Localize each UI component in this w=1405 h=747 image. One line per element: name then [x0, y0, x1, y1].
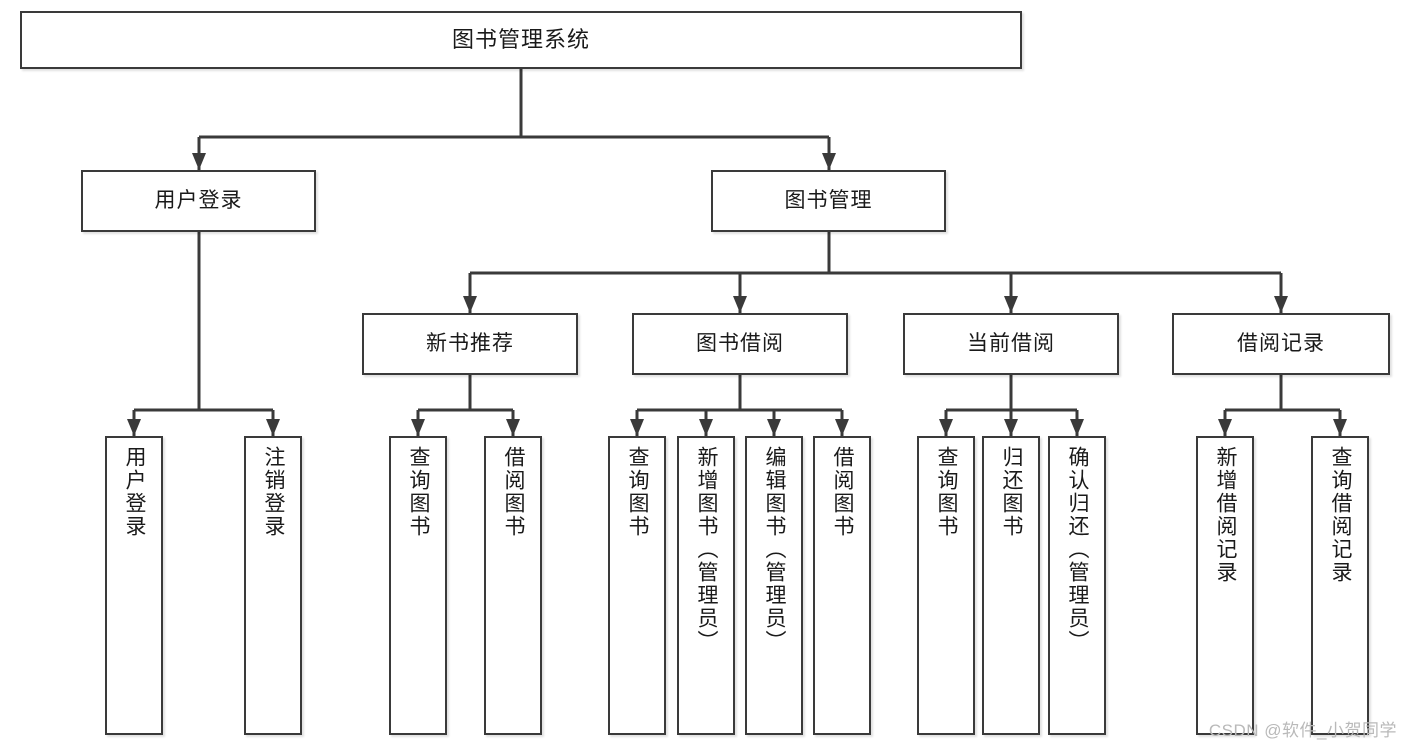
node-label: 图书借阅	[696, 331, 784, 355]
node-leaf-bquery[interactable]: 查询图书	[608, 436, 666, 735]
node-leaf-rquery[interactable]: 查询借阅记录	[1311, 436, 1369, 735]
connector-arrowhead	[733, 296, 747, 313]
connector-arrowhead	[411, 419, 425, 436]
node-record[interactable]: 借阅记录	[1172, 313, 1390, 375]
node-label: 归还图书	[1000, 446, 1024, 538]
node-leaf-radd[interactable]: 新增借阅记录	[1196, 436, 1254, 735]
node-current[interactable]: 当前借阅	[903, 313, 1119, 375]
node-label: 借阅记录	[1237, 331, 1325, 355]
node-label: 用户登录	[123, 446, 147, 538]
watermark: CSDN @软件_小贺同学	[1208, 721, 1397, 740]
node-leaf-cquery[interactable]: 查询图书	[917, 436, 975, 735]
connector-arrowhead	[835, 419, 849, 436]
connector-arrowhead	[1004, 419, 1018, 436]
node-newbook[interactable]: 新书推荐	[362, 313, 578, 375]
connector-arrowhead	[192, 153, 206, 170]
node-label: 用户登录	[154, 188, 243, 212]
node-label: 当前借阅	[967, 331, 1055, 355]
node-label: 查询借阅记录	[1329, 446, 1353, 584]
connector-arrowhead	[1333, 419, 1347, 436]
node-label: 确认归还（管理员）	[1066, 446, 1090, 653]
connector-arrowhead	[1274, 296, 1288, 313]
node-label: 图书管理系统	[451, 27, 590, 53]
connector-arrowhead	[1218, 419, 1232, 436]
connector-arrowhead	[767, 419, 781, 436]
connector-arrowhead	[506, 419, 520, 436]
node-label: 编辑图书（管理员）	[763, 446, 787, 653]
node-label: 查询图书	[407, 446, 431, 538]
connector-arrowhead	[630, 419, 644, 436]
node-leaf-newquery[interactable]: 查询图书	[389, 436, 447, 735]
node-leaf-logout[interactable]: 注销登录	[244, 436, 302, 735]
connector-arrowhead	[127, 419, 141, 436]
node-leaf-cconfirm[interactable]: 确认归还（管理员）	[1048, 436, 1106, 735]
node-label: 借阅图书	[831, 446, 855, 538]
node-login[interactable]: 用户登录	[81, 170, 316, 232]
connector-arrowhead	[266, 419, 280, 436]
node-leaf-bedit[interactable]: 编辑图书（管理员）	[745, 436, 803, 735]
node-label: 图书管理	[784, 188, 873, 212]
node-label: 查询图书	[935, 446, 959, 538]
node-label: 新增借阅记录	[1214, 446, 1238, 584]
node-label: 注销登录	[262, 446, 286, 538]
node-leaf-bborrow[interactable]: 借阅图书	[813, 436, 871, 735]
connector-arrowhead	[939, 419, 953, 436]
node-label: 新书推荐	[426, 331, 514, 355]
node-borrow[interactable]: 图书借阅	[632, 313, 848, 375]
node-label: 查询图书	[626, 446, 650, 538]
node-leaf-newborrow[interactable]: 借阅图书	[484, 436, 542, 735]
node-bookmgmt[interactable]: 图书管理	[711, 170, 946, 232]
node-leaf-login[interactable]: 用户登录	[105, 436, 163, 735]
connector-arrowhead	[463, 296, 477, 313]
node-leaf-badd[interactable]: 新增图书（管理员）	[677, 436, 735, 735]
connector-arrowhead	[822, 153, 836, 170]
connector-arrowhead	[1070, 419, 1084, 436]
connector-arrowhead	[699, 419, 713, 436]
node-label: 新增图书（管理员）	[695, 446, 719, 653]
node-label: 借阅图书	[502, 446, 526, 538]
node-root[interactable]: 图书管理系统	[20, 11, 1022, 69]
connector-arrowhead	[1004, 296, 1018, 313]
node-leaf-creturn[interactable]: 归还图书	[982, 436, 1040, 735]
